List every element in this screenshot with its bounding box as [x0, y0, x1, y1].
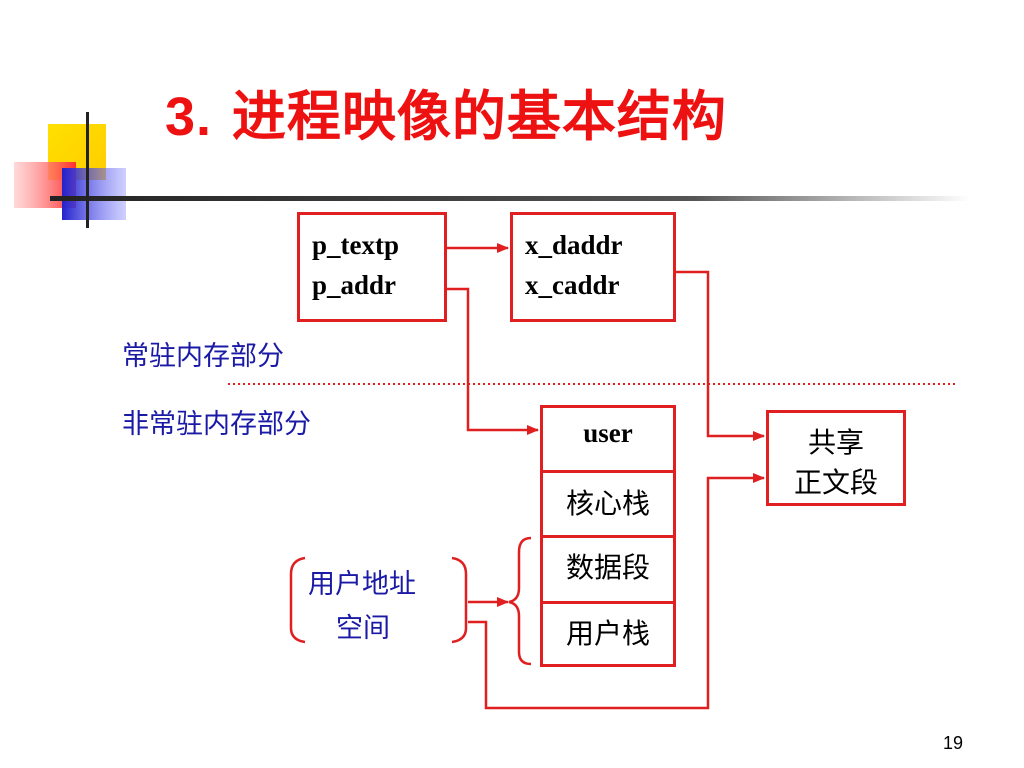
title-number: 3.	[165, 87, 213, 147]
bracket-right	[451, 556, 468, 644]
arrow-caddr-to-shared	[676, 270, 765, 441]
text-structure-box: x_daddr x_caddr	[510, 212, 676, 322]
user-space-line1: 用户地址	[308, 569, 416, 600]
curly-brace-right	[508, 536, 532, 666]
proc-field-textp: p_textp	[312, 230, 399, 260]
title-text: 进程映像的基本结构	[212, 85, 727, 148]
stack-cell-data-segment: 数据段	[565, 551, 650, 584]
arrow-addr-to-user	[433, 287, 539, 435]
stack-cell-user-stack: 用户栈	[565, 617, 650, 650]
stack-divider	[543, 470, 673, 473]
label-resident: 常驻内存部分	[122, 341, 284, 372]
stack-divider	[543, 535, 673, 538]
stack-cell-kernel-stack: 核心栈	[565, 487, 650, 520]
proc-structure-box: p_textp p_addr	[297, 212, 447, 322]
process-image-stack: user 核心栈 数据段 用户栈	[540, 405, 676, 667]
proc-field-addr: p_addr	[312, 270, 397, 300]
user-space-line2: 空间	[336, 613, 390, 644]
shared-text-segment-box: 共享 正文段	[766, 410, 906, 506]
text-field-caddr: x_caddr	[525, 270, 620, 300]
stack-cell-user: user	[583, 418, 633, 448]
text-field-daddr: x_daddr	[525, 230, 623, 260]
shared-text-line1: 共享	[807, 426, 864, 459]
label-nonresident: 非常驻内存部分	[122, 409, 311, 440]
arrow-userspace-to-shared	[468, 473, 765, 710]
corner-decoration	[14, 112, 970, 228]
page-number: 19	[943, 733, 964, 753]
bracket-left	[289, 556, 306, 644]
page-title: 3. 进程映像的基本结构	[165, 72, 727, 151]
shared-text-line2: 正文段	[793, 466, 878, 499]
stack-divider	[543, 601, 673, 604]
